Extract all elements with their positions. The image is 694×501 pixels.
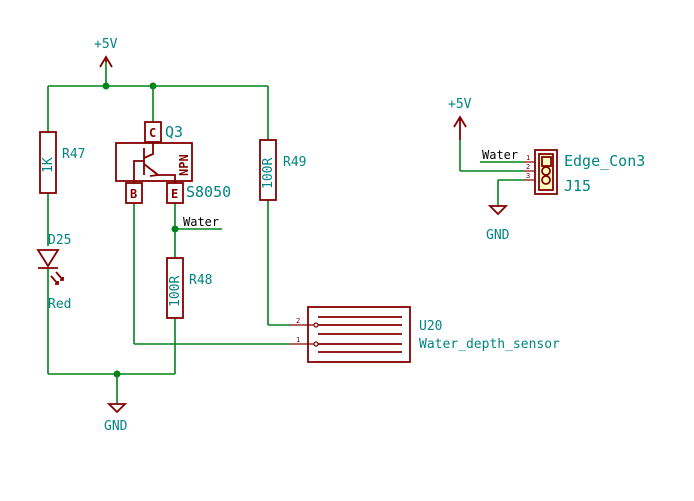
pin-label-emitter: E	[171, 187, 178, 201]
connector-pin3-circle	[541, 175, 551, 185]
gnd-label-main: GND	[104, 419, 128, 434]
led-value: Red	[48, 297, 71, 312]
vcc-label-main: +5V	[94, 37, 118, 52]
junctions	[102, 82, 179, 378]
transistor-emitter-arrow-icon	[149, 169, 161, 177]
led-emission-arrow-icon	[50, 271, 64, 285]
resistor-body	[166, 257, 184, 319]
gnd-symbol-conn: GND	[486, 205, 510, 243]
sensor-pin2-number: 2	[296, 317, 300, 325]
sensor-value: Water_depth_sensor	[419, 337, 560, 352]
connector-ref: J15	[564, 177, 591, 195]
resistor-body	[39, 131, 57, 194]
sensor-body	[307, 306, 411, 363]
transistor-body	[115, 142, 193, 182]
transistor-q3: C B E NPN Q3 S8050	[115, 121, 231, 204]
ground-icon	[487, 205, 509, 216]
resistor-value: 1K	[41, 157, 56, 173]
transistor-leads	[133, 143, 176, 183]
resistor-value: 100R	[168, 276, 183, 307]
connector-pin1-square	[541, 156, 552, 167]
connector-value: Edge_Con3	[564, 152, 645, 170]
connector-pin2-circle	[541, 166, 551, 176]
ground-icon	[106, 403, 128, 414]
led-d25: D25 Red	[36, 233, 71, 312]
junction-vcc	[102, 82, 110, 90]
sensor-u20: 2 1 U20 Water_depth_sensor	[290, 306, 560, 363]
connector-j15: 1 2 3 Edge_Con3 J15	[524, 149, 645, 195]
connector-pin3-number: 3	[526, 172, 530, 180]
net-label-water-conn: Water	[482, 148, 518, 162]
junction-water	[171, 225, 179, 233]
resistor-value: 100R	[261, 158, 276, 189]
pin-box-collector	[144, 121, 162, 143]
connector-body	[534, 149, 558, 195]
pin-label-collector: C	[149, 126, 156, 140]
resistor-r48: 100R R48	[166, 257, 212, 319]
resistor-body	[259, 139, 277, 201]
resistor-ref: R49	[283, 155, 306, 170]
sensor-pin2-dot	[313, 322, 319, 328]
vcc-arrow-icon	[99, 55, 113, 68]
sensor-ref: U20	[419, 319, 442, 334]
vcc-label-conn: +5V	[448, 97, 472, 112]
wires	[47, 62, 524, 404]
junction-collector	[149, 82, 157, 90]
connector-pin1-number: 1	[526, 154, 530, 162]
led-ref: D25	[48, 233, 71, 248]
resistor-ref: R47	[62, 147, 85, 162]
transistor-value: S8050	[186, 183, 231, 201]
transistor-ref: Q3	[165, 123, 183, 141]
gnd-symbol-main: GND	[104, 403, 128, 434]
vcc-arrow-icon	[453, 115, 467, 140]
led-triangle-icon	[36, 249, 60, 268]
resistor-ref: R48	[189, 273, 212, 288]
resistor-r49: 100R R49	[259, 139, 306, 201]
vcc-symbol-main: +5V	[94, 37, 118, 68]
pin-label-base: B	[130, 187, 137, 201]
vcc-symbol-conn: +5V	[448, 97, 472, 140]
resistor-r47: 1K R47	[39, 131, 85, 194]
sensor-pin1-dot	[313, 341, 319, 347]
gnd-label-conn: GND	[486, 228, 510, 243]
connector-pin2-number: 2	[526, 163, 530, 171]
net-label-water: Water	[183, 215, 219, 229]
transistor-type: NPN	[177, 154, 191, 176]
junction-gnd	[113, 370, 121, 378]
sensor-pin1-number: 1	[296, 336, 300, 344]
